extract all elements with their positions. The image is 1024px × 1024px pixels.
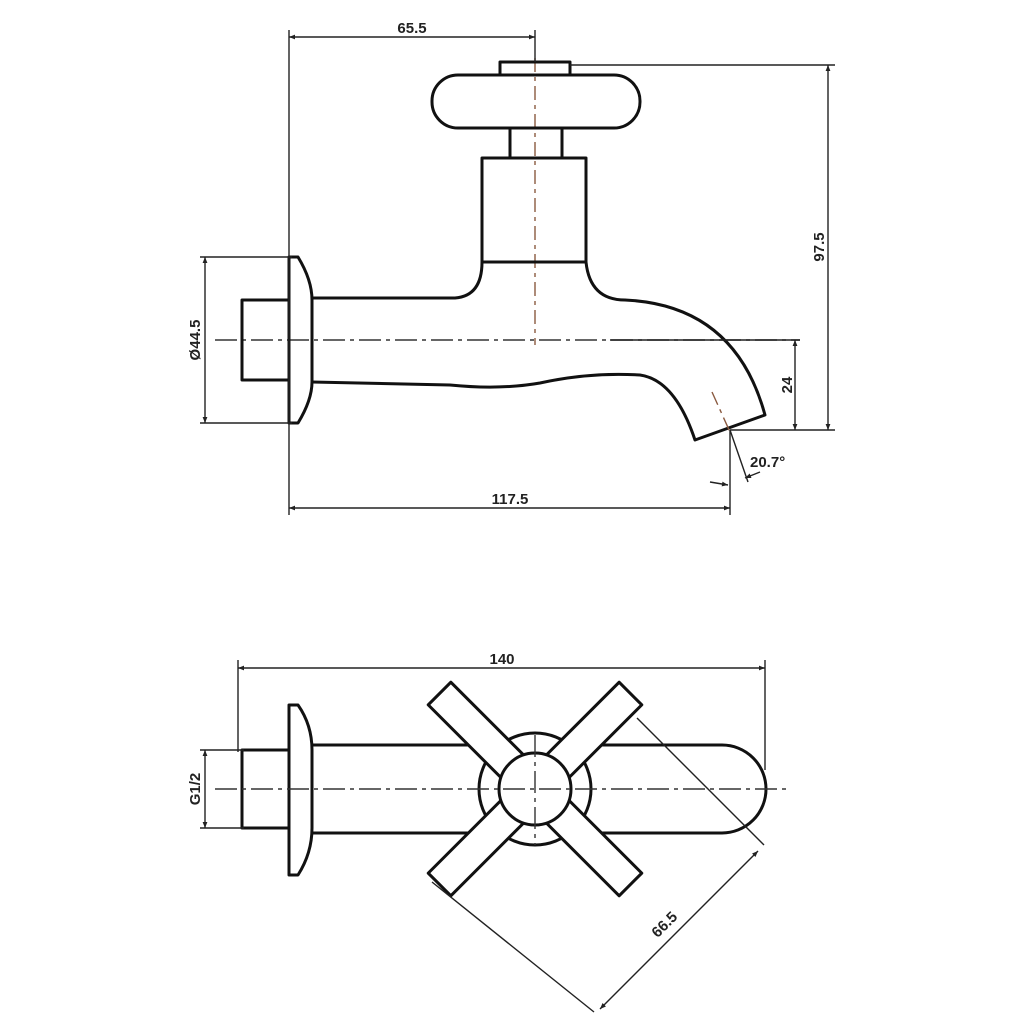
- wall-flange: [287, 255, 314, 425]
- dim-spout-drop: 24: [779, 376, 796, 393]
- dim-projection: 117.5: [492, 491, 529, 508]
- dim-handle-offset: 65.5: [397, 20, 426, 37]
- top-view: 140 G1/2 66.5: [187, 651, 790, 1013]
- spout: [311, 261, 767, 442]
- valve-body: [480, 156, 588, 264]
- stem: [508, 126, 564, 160]
- dim-height: 97.5: [811, 232, 828, 261]
- handle: [430, 73, 642, 130]
- dim-thread: G1/2: [187, 773, 204, 806]
- dim-spout-angle: 20.7°: [750, 454, 785, 471]
- dim-length: 140: [489, 651, 514, 668]
- wall-flange: [287, 703, 314, 877]
- side-view: 65.5 97.5 24 Ø44.5 20.7° 117.5: [187, 20, 835, 515]
- dim-flange-diameter: Ø44.5: [187, 320, 204, 361]
- spout-axis: [711, 391, 731, 433]
- dim-handle-span: 66.5: [648, 908, 681, 941]
